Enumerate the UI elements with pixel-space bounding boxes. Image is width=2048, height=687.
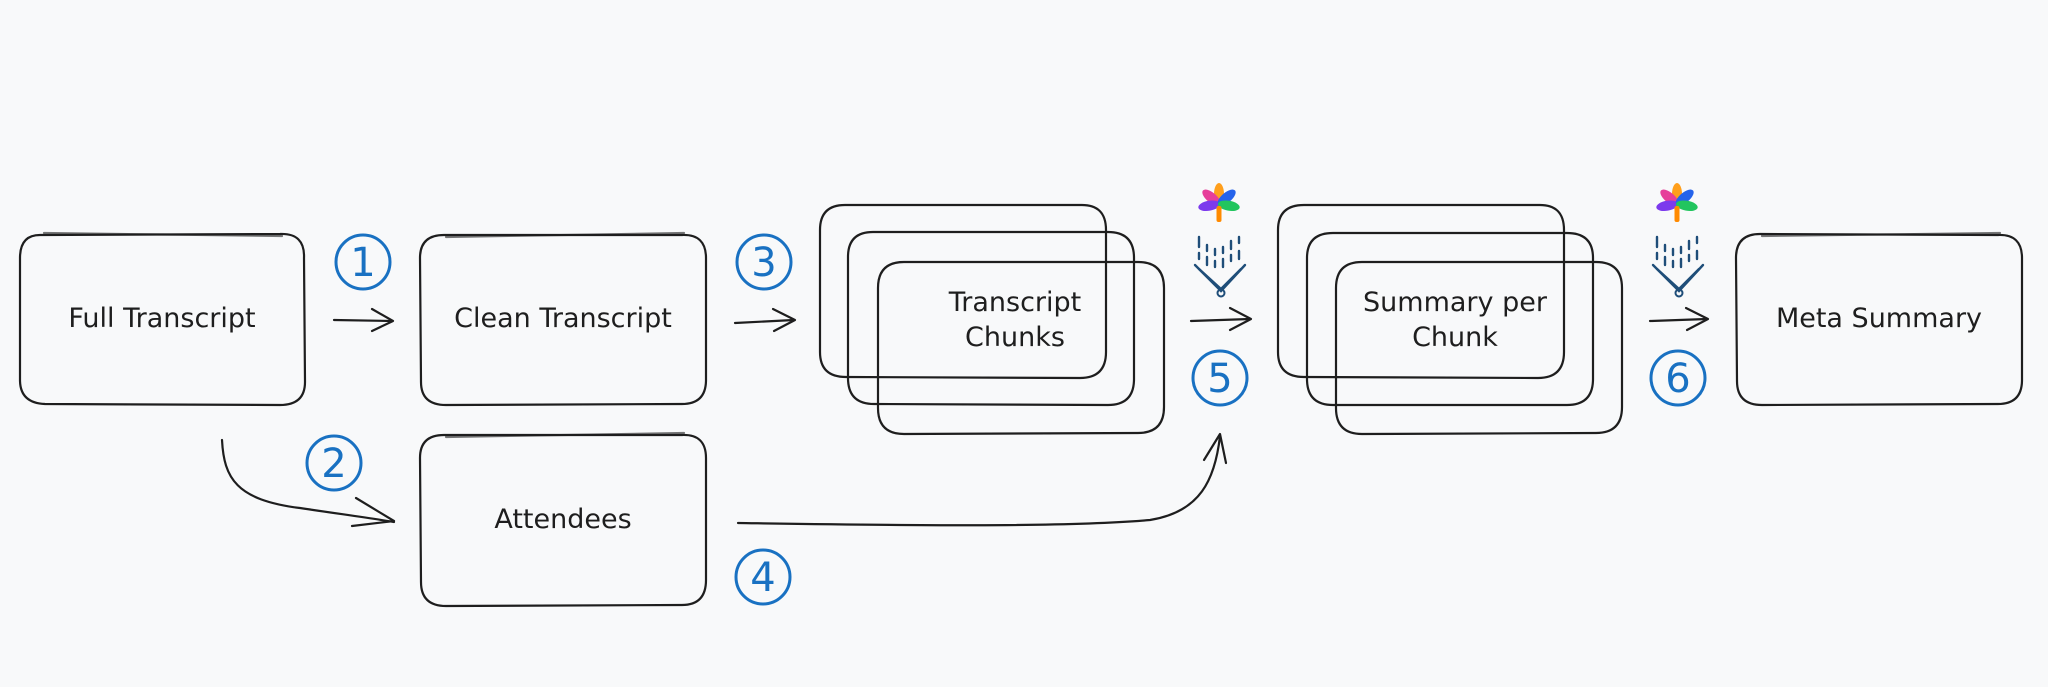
step-3-badge: 3 [735,233,793,291]
arrow-attendees-to-llm [736,432,1228,527]
clean-transcript-box: Clean Transcript [418,231,708,407]
arrow-summary-to-meta [1648,306,1710,332]
step-3-label: 3 [751,240,776,286]
transcript-chunks-stack: Transcript Chunks [818,203,1166,436]
step-2-badge: 2 [305,434,363,492]
llm-logo-icon [1651,183,1705,298]
clean-transcript-label: Clean Transcript [454,303,672,334]
llm-logo-icon [1193,183,1247,298]
summary-per-chunk-label-line2: Chunk [1412,322,1498,353]
step-4-label: 4 [750,555,775,601]
transcript-chunks-label-line1: Transcript [948,287,1082,318]
step-2-label: 2 [321,441,346,487]
summary-per-chunk-stack: Summary per Chunk [1276,203,1624,436]
step-5-label: 5 [1207,356,1232,402]
meta-summary-box: Meta Summary [1734,231,2024,407]
meta-summary-label: Meta Summary [1776,303,1982,334]
step-1-label: 1 [350,240,375,286]
full-transcript-box: Full Transcript [18,231,307,407]
summary-per-chunk-label-line1: Summary per [1363,287,1548,318]
step-5-badge: 5 [1191,349,1249,407]
full-transcript-label: Full Transcript [68,303,255,334]
arrow-clean-to-chunks [733,307,797,333]
arrow-full-to-attendees [220,438,396,528]
transcript-chunks-label-line2: Chunks [965,322,1065,353]
arrow-full-to-clean [332,307,395,333]
step-4-badge: 4 [734,548,792,606]
arrow-chunks-to-summary [1189,306,1253,332]
attendees-box: Attendees [418,431,708,608]
step-1-badge: 1 [334,233,392,291]
step-6-label: 6 [1665,356,1690,402]
attendees-label: Attendees [494,504,631,535]
step-6-badge: 6 [1649,349,1707,407]
